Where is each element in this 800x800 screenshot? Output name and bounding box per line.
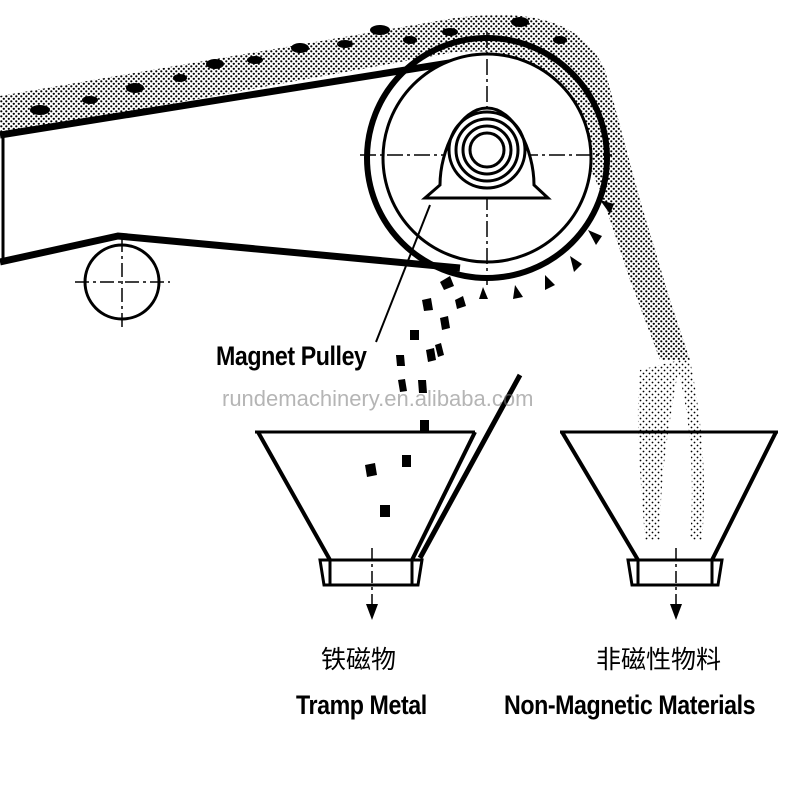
magnet-pulley [360,32,612,285]
material-layer [0,14,690,361]
splitter-plate [417,373,523,560]
belt-top [0,56,469,139]
tramp-metal-label: Tramp Metal [296,690,427,720]
non-magnetic-label: Non-Magnetic Materials [504,690,756,720]
magnet-pulley-label: Magnet Pulley [216,341,367,371]
pulley-leader-line [375,204,431,343]
watermark-text: rundemachinery.en.alibaba.com [222,386,534,411]
idler-roller [75,238,170,330]
pulley-material-teeth [479,200,614,299]
non-magnetic-stream [637,360,705,540]
tramp-metal-cn-label: 铁磁物 [321,645,397,674]
non-magnetic-hopper [560,430,778,620]
falling-tramp-metal [365,276,466,517]
belt-bottom [0,232,461,272]
non-magnetic-cn-label: 非磁性物料 [596,645,722,674]
ore-lumps [30,17,567,115]
tramp-metal-hopper [255,430,477,620]
